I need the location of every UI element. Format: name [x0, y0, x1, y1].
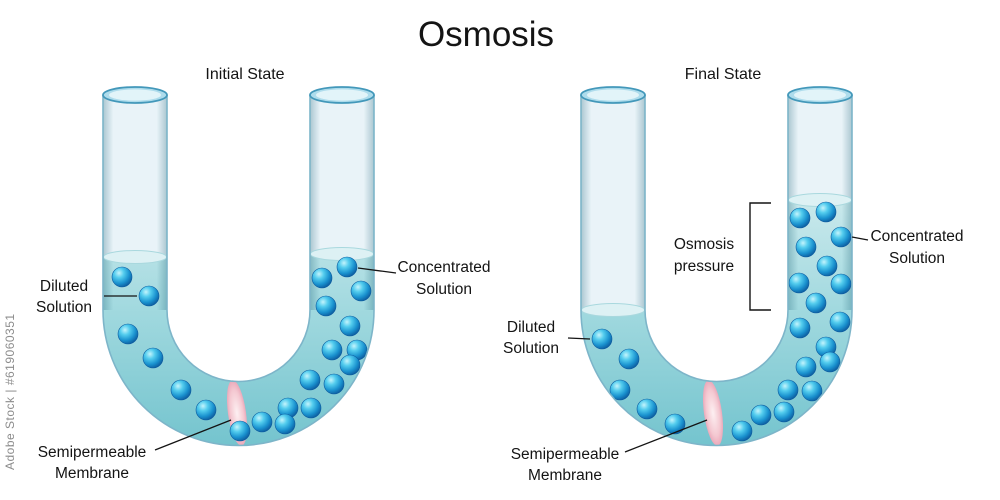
concentrated-molecules [731, 201, 852, 442]
solute-molecule [805, 292, 827, 314]
u-tube-inner-wall [644, 95, 789, 383]
solute-molecule [829, 311, 851, 333]
u-tube-outer-wall [580, 95, 853, 447]
diluted-molecules [591, 328, 686, 435]
diagram-title: Osmosis [418, 15, 554, 54]
solute-molecule [138, 285, 160, 307]
solute-molecule [815, 201, 837, 223]
osmosis-pressure-label-line1: Osmosis [674, 236, 735, 253]
leader-line-membrane [154, 419, 232, 451]
diluted-surface-meniscus [581, 303, 645, 317]
solute-molecule [591, 328, 613, 350]
diluted-molecules [111, 266, 217, 421]
solute-molecule [609, 379, 631, 401]
solute-molecule [795, 236, 817, 258]
concentrated-molecules [229, 256, 372, 442]
diluted-solution-label-line2: Solution [36, 299, 92, 316]
solute-molecule [142, 347, 164, 369]
membrane-label-line2: Membrane [528, 467, 602, 484]
solute-molecule [731, 420, 753, 442]
solute-molecule [195, 399, 217, 421]
solute-molecule [819, 351, 841, 373]
solute-molecule [788, 272, 810, 294]
solute-molecule [111, 266, 133, 288]
pressure-bracket [749, 202, 771, 311]
diluted-solution-label-line1: Diluted [40, 278, 88, 295]
solute-molecule [170, 379, 192, 401]
solute-molecule [274, 413, 296, 435]
glass-edge-shading-left [581, 95, 645, 310]
solute-molecule [773, 401, 795, 423]
membrane-label-line1: Semipermeable [511, 446, 620, 463]
leader-line-diluted [567, 337, 591, 340]
solute-molecule [321, 339, 343, 361]
solute-molecule [350, 280, 372, 302]
initial-state-label: Initial State [205, 66, 284, 83]
solute-molecule [618, 348, 640, 370]
diluted-surface-meniscus [103, 250, 167, 264]
final-state-label: Final State [685, 66, 762, 83]
concentrated-solution-label-line2: Solution [416, 281, 472, 298]
solute-molecule [777, 379, 799, 401]
solute-molecule [664, 413, 686, 435]
concentrated-solution-label-line1: Concentrated [870, 228, 963, 245]
tube-opening-right-inner [794, 89, 846, 101]
tube-opening-right-inner [316, 89, 368, 101]
solute-molecule [251, 411, 273, 433]
solute-molecule [311, 267, 333, 289]
leader-line-membrane [624, 419, 708, 453]
solute-molecule [336, 256, 358, 278]
solute-molecule [789, 317, 811, 339]
leader-line-concentrated [357, 267, 397, 274]
solute-molecule [816, 255, 838, 277]
u-tube-inner-wall [166, 95, 311, 383]
solute-molecule [339, 354, 361, 376]
solute-molecule [636, 398, 658, 420]
semipermeable-membrane [702, 380, 724, 446]
solute-molecule [117, 323, 139, 345]
solute-molecule [795, 356, 817, 378]
leader-line-concentrated [851, 236, 869, 241]
initial-state-diagram: Initial State Diluted Solution Concentra… [36, 66, 491, 482]
solute-molecule [229, 420, 251, 442]
solute-molecule [830, 273, 852, 295]
osmosis-pressure-label-line2: pressure [674, 258, 734, 275]
solute-molecule [300, 397, 322, 419]
solute-molecule [323, 373, 345, 395]
diluted-solution-label-line1: Diluted [507, 319, 555, 336]
membrane-label-line1: Semipermeable [38, 444, 147, 461]
solute-molecule [830, 226, 852, 248]
solute-molecule [339, 315, 361, 337]
tube-opening-left-inner [109, 89, 161, 101]
tube-opening-left-inner [587, 89, 639, 101]
solute-molecule [299, 369, 321, 391]
solute-molecule [315, 295, 337, 317]
watermark-text: Adobe Stock | #619060351 [3, 313, 17, 470]
solute-molecule [789, 207, 811, 229]
concentrated-solution-label-line2: Solution [889, 250, 945, 267]
final-state-diagram: Final State Osmosis pressure Diluted Sol… [503, 66, 964, 484]
solute-molecule [801, 380, 823, 402]
membrane-label-line2: Membrane [55, 465, 129, 482]
concentrated-solution-label-line1: Concentrated [397, 259, 490, 276]
u-tube-outer-wall [102, 95, 375, 447]
solute-molecule [750, 404, 772, 426]
diluted-solution-label-line2: Solution [503, 340, 559, 357]
